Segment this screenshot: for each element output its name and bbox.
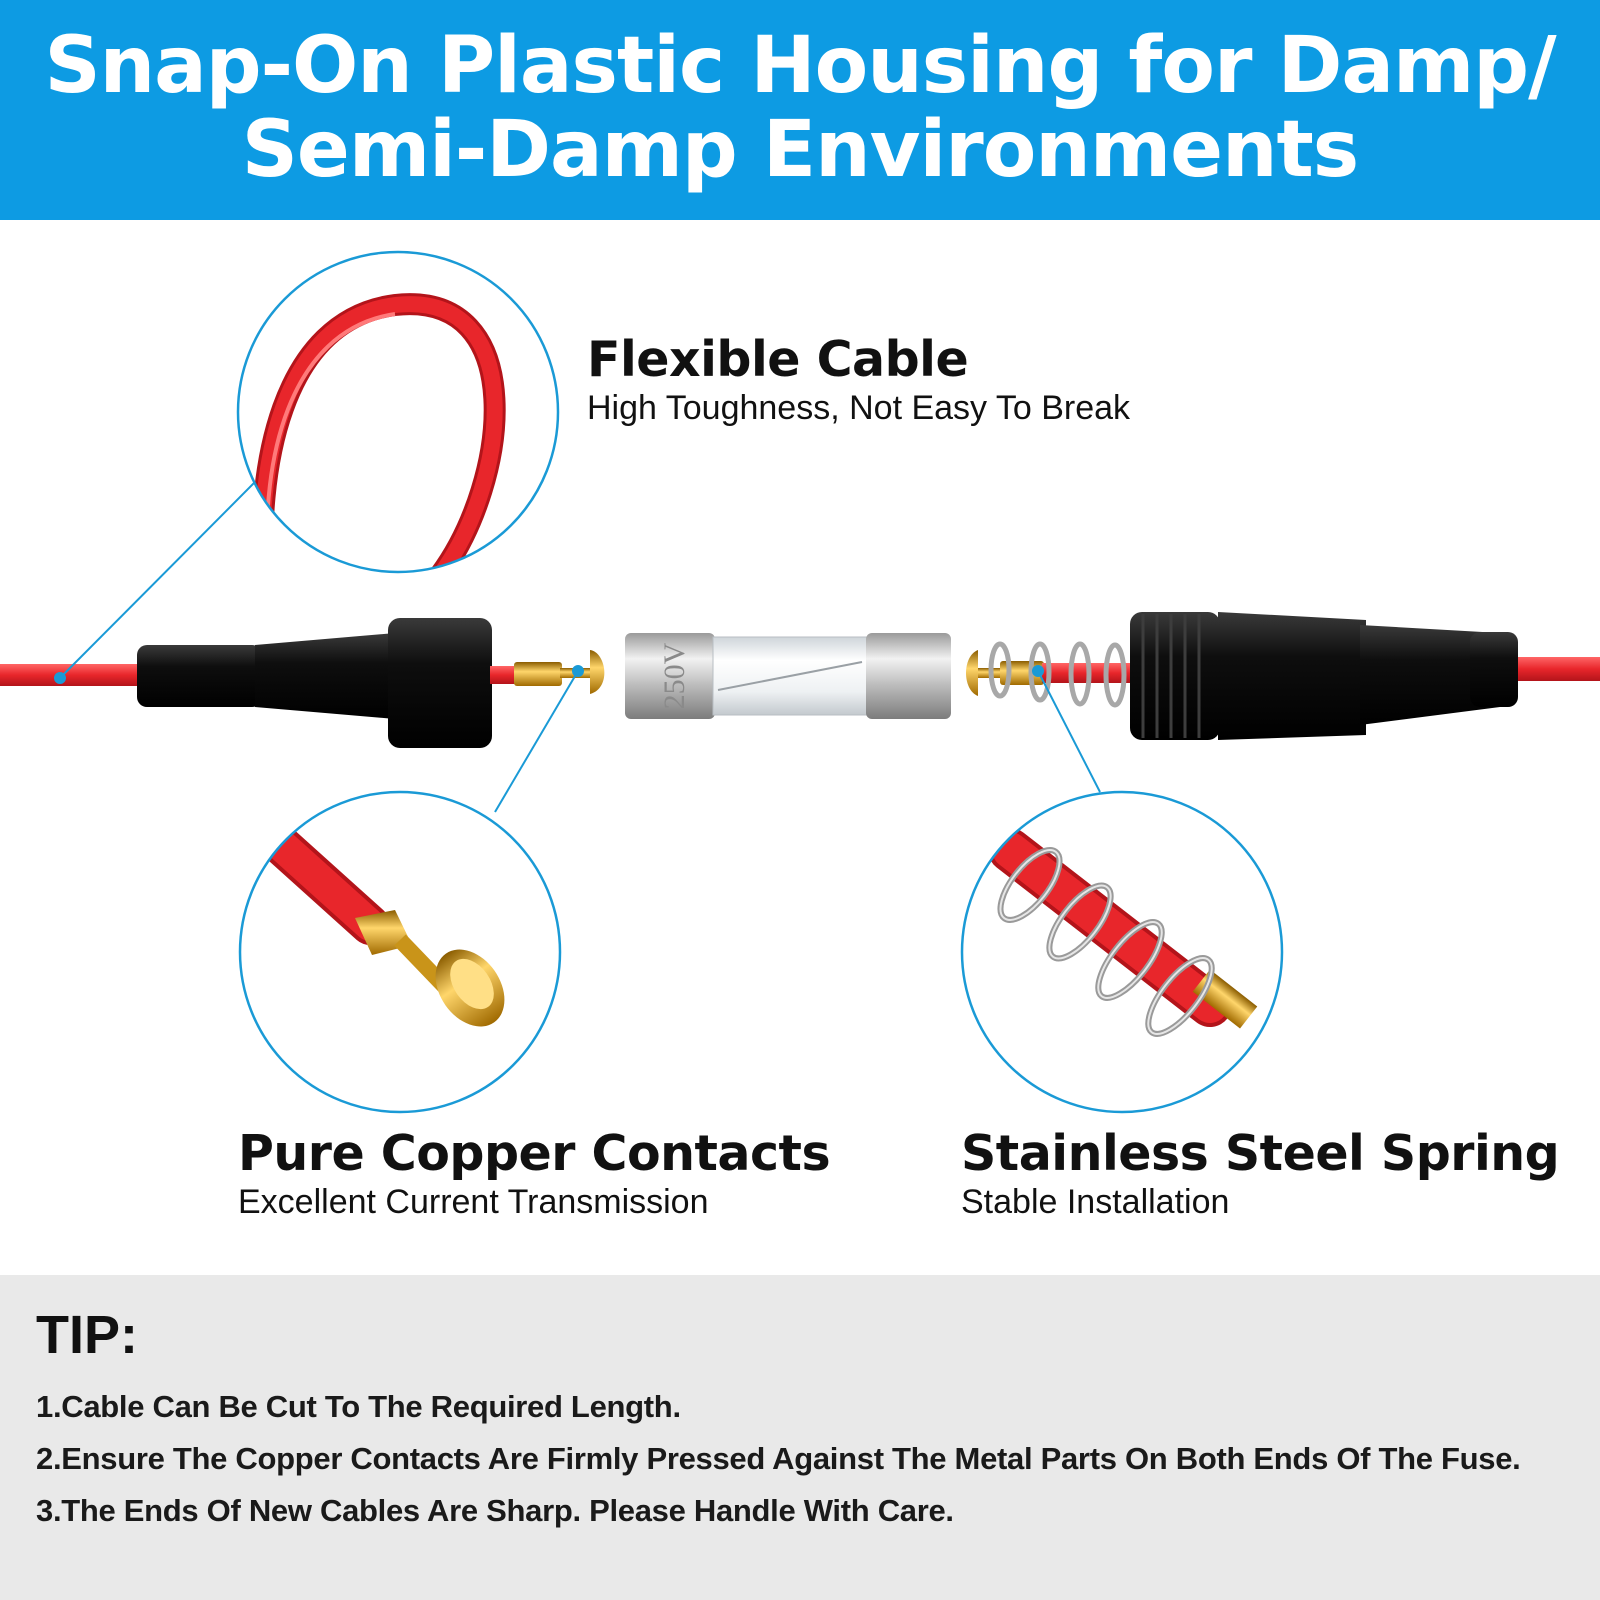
page-title-line-2: Semi-Damp Environments: [241, 105, 1360, 195]
feature-copper-contacts: Pure Copper Contacts Excellent Current T…: [238, 1125, 831, 1222]
page-title-line-1: Snap-On Plastic Housing for Damp/: [44, 21, 1556, 111]
feature-subtitle: High Toughness, Not Easy To Break: [587, 389, 1131, 427]
feature-title: Stainless Steel Spring: [961, 1125, 1560, 1182]
tip-panel: TIP: 1.Cable Can Be Cut To The Required …: [0, 1275, 1600, 1600]
fuse-rating-marking: 250V: [658, 642, 691, 709]
feature-title: Pure Copper Contacts: [238, 1125, 831, 1182]
tip-item: 1.Cable Can Be Cut To The Required Lengt…: [36, 1389, 681, 1424]
tip-list: 1.Cable Can Be Cut To The Required Lengt…: [36, 1381, 1521, 1537]
left-fuse-holder-housing: [137, 618, 518, 748]
glass-fuse: 250V: [625, 633, 951, 719]
tip-heading: TIP:: [36, 1305, 138, 1365]
callout-copper-contact-zoom: [238, 790, 562, 1114]
product-illustration: 250V: [0, 250, 1600, 1114]
callout-spring-zoom: [960, 790, 1284, 1114]
page-title: Snap-On Plastic Housing for Damp/ Semi-D…: [0, 24, 1600, 192]
tip-item: 2.Ensure The Copper Contacts Are Firmly …: [36, 1441, 1521, 1476]
feature-flexible-cable: Flexible Cable High Toughness, Not Easy …: [587, 332, 1130, 428]
feature-title: Flexible Cable: [587, 331, 969, 388]
tip-item: 3.The Ends Of New Cables Are Sharp. Plea…: [36, 1493, 954, 1528]
title-banner: Snap-On Plastic Housing for Damp/ Semi-D…: [0, 0, 1600, 220]
left-copper-contact: [514, 650, 605, 694]
callout-leader-lines: [54, 481, 1101, 813]
callout-flexible-cable-zoom: [236, 250, 560, 574]
feature-subtitle: Stable Installation: [961, 1183, 1230, 1221]
right-spring-contact: [966, 641, 1132, 708]
red-cable-right: [1505, 657, 1600, 681]
feature-subtitle: Excellent Current Transmission: [238, 1183, 709, 1221]
right-fuse-holder-housing: [1130, 612, 1518, 740]
feature-steel-spring: Stainless Steel Spring Stable Installati…: [961, 1125, 1560, 1222]
red-cable-left: [0, 664, 150, 686]
